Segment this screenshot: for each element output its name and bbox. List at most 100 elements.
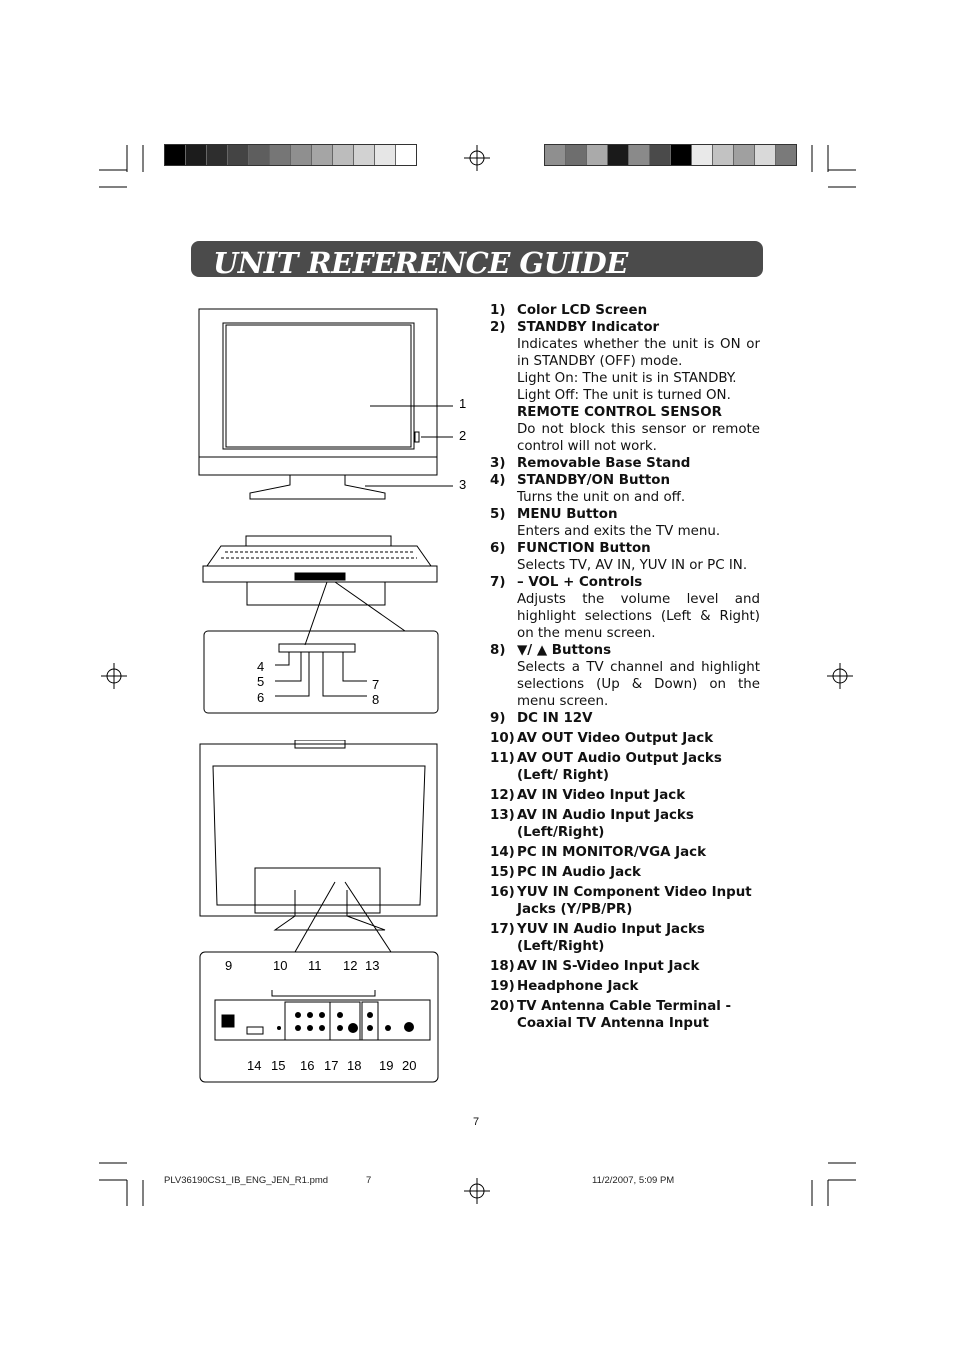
- item-description: Do not block this sensor or remote contr…: [517, 422, 760, 454]
- footer-filename: PLV36190CS1_IB_ENG_JEN_R1.pmd: [164, 1175, 329, 1186]
- front-view-illustration: 1 2 3: [198, 308, 466, 500]
- item-number: 14): [490, 845, 515, 860]
- list-item: 12)AV IN Video Input Jack: [490, 787, 760, 804]
- color-swatch: [650, 145, 671, 165]
- color-swatch: [776, 145, 796, 165]
- color-swatch: [249, 145, 270, 165]
- list-item: 3)Removable Base Stand: [490, 455, 760, 472]
- item-number: 7): [490, 575, 506, 590]
- item-number: 20): [490, 999, 515, 1014]
- title-banner: [191, 241, 763, 277]
- color-swatch: [629, 145, 650, 165]
- callout-18: 18: [347, 1058, 361, 1073]
- color-swatch: [228, 145, 249, 165]
- color-swatch: [713, 145, 734, 165]
- registration-mark-left: [101, 663, 127, 689]
- callout-11: 11: [308, 958, 322, 973]
- list-item: 20)TV Antenna Cable Terminal - Coaxial T…: [490, 998, 760, 1032]
- top-view-illustration: 4 5 6 7 8: [202, 535, 439, 714]
- color-swatch: [692, 145, 713, 165]
- list-item: 1) Color LCD Screen: [490, 302, 760, 319]
- color-swatch: [734, 145, 755, 165]
- color-swatch: [270, 145, 291, 165]
- color-swatch: [333, 145, 354, 165]
- item-number: 15): [490, 865, 515, 880]
- callout-20: 20: [402, 1058, 416, 1073]
- callout-3: 3: [459, 477, 466, 492]
- item-description: Adjusts the volume level and highlight s…: [517, 592, 760, 641]
- color-swatch: [312, 145, 333, 165]
- callout-2: 2: [459, 428, 466, 443]
- item-number: 18): [490, 959, 515, 974]
- callout-15: 15: [271, 1058, 285, 1073]
- callout-14: 14: [247, 1058, 261, 1073]
- item-heading: Color LCD Screen: [517, 303, 648, 318]
- page-number: 7: [473, 1116, 480, 1128]
- item-heading: PC IN Audio Jack: [517, 865, 641, 880]
- list-item: 18)AV IN S-Video Input Jack: [490, 958, 760, 975]
- item-description: Indicates whether the unit is ON or in S…: [517, 337, 760, 369]
- item-number: 10): [490, 731, 515, 746]
- item-heading: ▼/ ▲ Buttons: [517, 643, 612, 658]
- item-description: Light On: The unit is in STANDBY.: [517, 371, 737, 386]
- item-number: 19): [490, 979, 515, 994]
- color-swatch: [354, 145, 375, 165]
- item-number: 2): [490, 320, 506, 335]
- footer-date: 11/2/2007, 5:09 PM: [592, 1175, 675, 1186]
- callout-12: 12: [343, 958, 357, 973]
- item-description: Selects a TV channel and highlight selec…: [517, 660, 760, 709]
- list-item: 11)AV OUT Audio Output Jacks (Left/ Righ…: [490, 750, 760, 784]
- item-number: 8): [490, 643, 506, 658]
- item-heading: Headphone Jack: [517, 979, 639, 994]
- item-number: 1): [490, 303, 506, 318]
- color-swatch: [755, 145, 776, 165]
- item-heading: AV OUT Video Output Jack: [517, 731, 714, 746]
- color-swatch: [291, 145, 312, 165]
- item-number: 17): [490, 922, 515, 937]
- item-number: 16): [490, 885, 515, 900]
- registration-mark-bottom: [464, 1178, 490, 1204]
- list-item: 19)Headphone Jack: [490, 978, 760, 995]
- list-item: 17)YUV IN Audio Input Jacks (Left/Right): [490, 921, 760, 955]
- item-heading: FUNCTION Button: [517, 541, 651, 556]
- item-number: 9): [490, 711, 506, 726]
- color-swatch: [587, 145, 608, 165]
- color-swatch: [608, 145, 629, 165]
- list-item: 13)AV IN Audio Input Jacks (Left/Right): [490, 807, 760, 841]
- footer-page: 7: [366, 1175, 372, 1186]
- item-description: Enters and exits the TV menu.: [517, 524, 721, 539]
- callout-10: 10: [273, 958, 287, 973]
- item-number: 6): [490, 541, 506, 556]
- color-swatch: [545, 145, 566, 165]
- color-swatch: [165, 145, 186, 165]
- item-description: Light Off: The unit is turned ON.: [517, 388, 731, 403]
- item-heading: AV IN Audio Input Jacks (Left/Right): [517, 808, 694, 840]
- callout-17: 17: [324, 1058, 338, 1073]
- list-item: 14)PC IN MONITOR/VGA Jack: [490, 844, 760, 861]
- list-item: 15)PC IN Audio Jack: [490, 864, 760, 881]
- item-description: Turns the unit on and off.: [517, 490, 686, 505]
- item-heading: AV IN S-Video Input Jack: [517, 959, 700, 974]
- callout-7: 7: [372, 677, 379, 692]
- color-swatch: [186, 145, 207, 165]
- item-heading: AV OUT Audio Output Jacks (Left/ Right): [517, 751, 722, 783]
- callout-1: 1: [459, 396, 466, 411]
- color-swatch: [396, 145, 416, 165]
- callout-5: 5: [257, 674, 264, 689]
- item-heading: YUV IN Component Video Input Jacks (Y/PB…: [517, 885, 752, 917]
- item-heading: AV IN Video Input Jack: [517, 788, 686, 803]
- callout-6: 6: [257, 690, 264, 705]
- item-heading: STANDBY Indicator: [517, 320, 660, 335]
- registration-mark-top: [464, 145, 490, 171]
- callout-13: 13: [365, 958, 379, 973]
- item-number: 11): [490, 751, 515, 766]
- callout-9: 9: [225, 958, 232, 973]
- color-swatch: [207, 145, 228, 165]
